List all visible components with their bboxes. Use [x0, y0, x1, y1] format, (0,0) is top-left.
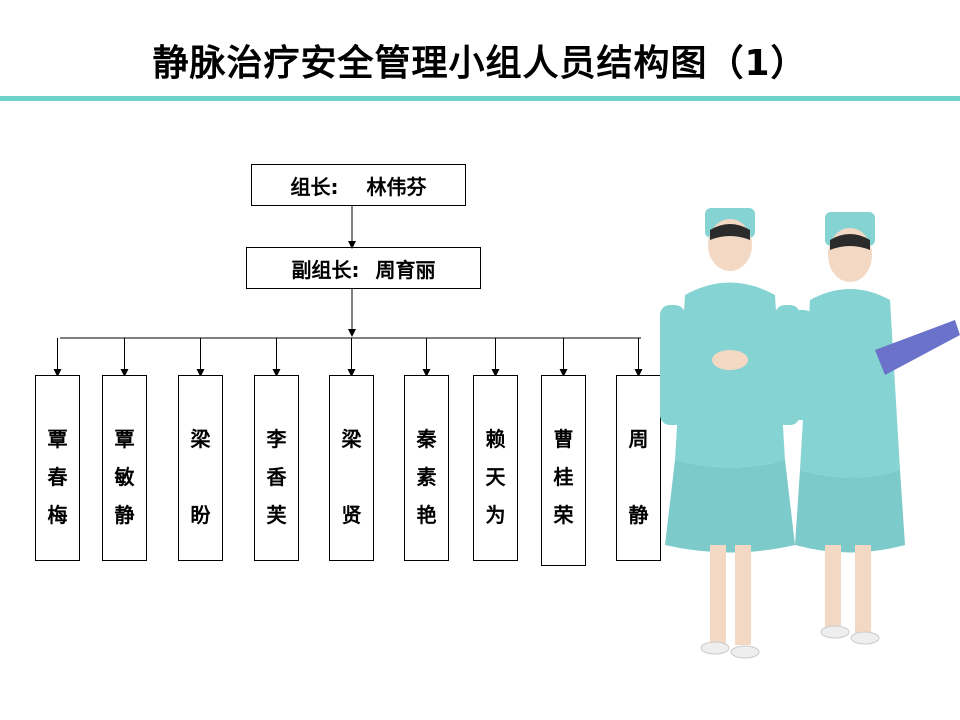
- page-title: 静脉治疗安全管理小组人员结构图（1）: [152, 43, 808, 84]
- nurse-left: [660, 208, 800, 659]
- member-name: 周 静: [628, 427, 649, 527]
- member-name: 秦素艳: [416, 427, 437, 527]
- deputy-leader-role: 副组长:: [291, 257, 360, 282]
- group-leader-name: 林伟芬: [366, 174, 427, 199]
- member-name: 覃春梅: [47, 427, 68, 527]
- member-name: 曹桂荣: [553, 427, 574, 527]
- member-box: 秦素艳: [404, 375, 449, 561]
- deputy-leader-name: 周育丽: [375, 257, 436, 282]
- member-box: 梁 盼: [178, 375, 223, 561]
- member-box: 梁 贤: [329, 375, 374, 561]
- member-branch-arrows: [53, 338, 643, 377]
- nurse-right: [790, 212, 960, 645]
- group-leader-role: 组长:: [290, 174, 339, 199]
- group-leader-box: 组长: 林伟芬: [251, 164, 466, 206]
- member-box: 曹桂荣: [541, 375, 586, 566]
- member-box: 李香芙: [254, 375, 299, 561]
- member-box: 赖天为: [473, 375, 518, 561]
- member-name: 梁 贤: [341, 427, 362, 527]
- deputy-leader-box: 副组长: 周育丽: [246, 247, 481, 289]
- member-name: 李香芙: [266, 427, 287, 527]
- title-underline: [0, 96, 960, 101]
- member-name: 覃敏静: [114, 427, 135, 527]
- member-box: 覃敏静: [102, 375, 147, 561]
- member-box: 周 静: [616, 375, 661, 561]
- member-name: 赖天为: [485, 427, 506, 527]
- member-name: 梁 盼: [190, 427, 211, 527]
- member-box: 覃春梅: [35, 375, 80, 561]
- nurses-illustration: [660, 208, 960, 659]
